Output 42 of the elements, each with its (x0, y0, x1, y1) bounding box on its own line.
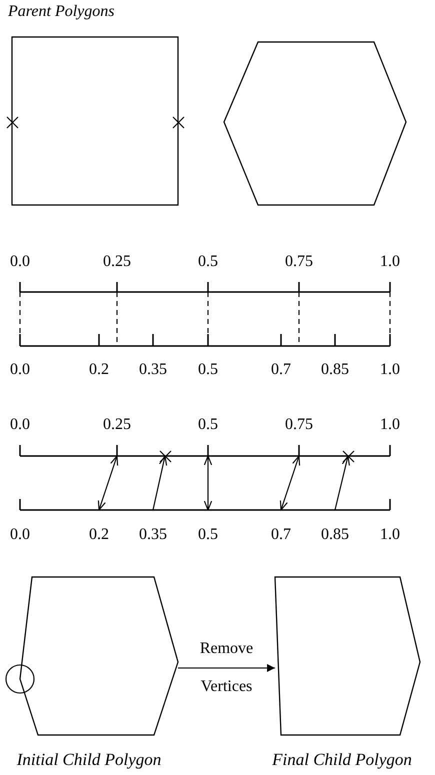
tick-label: 0.0 (10, 526, 30, 544)
arrow (204, 455, 212, 511)
number-line (20, 334, 390, 347)
tick-label: 1.0 (380, 526, 400, 544)
tick-label: 0.7 (271, 361, 291, 379)
arrow (280, 455, 300, 511)
number-line (20, 445, 390, 457)
tick-label: 0.5 (198, 416, 218, 434)
number-line (20, 499, 390, 511)
tick-label: 1.0 (380, 361, 400, 379)
tick-label: 0.85 (321, 526, 349, 544)
tick-label: 0.85 (321, 361, 349, 379)
square-polygon (12, 37, 178, 205)
tick-label: 0.0 (10, 361, 30, 379)
tick-label: 0.35 (139, 361, 167, 379)
tick-label: 0.2 (89, 526, 109, 544)
polygon-caption: Final Child Polygon (272, 750, 412, 770)
pentagon-polygon (275, 577, 420, 735)
tick-label: 1.0 (380, 416, 400, 434)
tick-label: 0.25 (103, 416, 131, 434)
tick-label: 0.5 (198, 361, 218, 379)
tick-label: 0.75 (285, 253, 313, 271)
hexagon-polygon (20, 577, 178, 735)
tick-label: 0.5 (198, 253, 218, 271)
polygon-caption: Initial Child Polygon (16, 750, 162, 770)
tick-label: 1.0 (380, 253, 400, 271)
tick-label: 0.5 (198, 526, 218, 544)
title: Parent Polygons (8, 2, 114, 22)
arrow (334, 455, 350, 510)
hexagon-polygon (224, 42, 406, 205)
tick-label: 0.25 (103, 253, 131, 271)
tick-label: 0.75 (285, 416, 313, 434)
tick-label: 0.0 (10, 416, 30, 434)
tick-label: 0.7 (271, 526, 291, 544)
tick-label: 0.2 (89, 361, 109, 379)
arrow (178, 664, 275, 672)
arrow (98, 455, 118, 511)
arrow (152, 455, 168, 510)
tick-label: 0.35 (139, 526, 167, 544)
tick-label: 0.0 (10, 253, 30, 271)
number-line (20, 282, 390, 293)
edge-label: Remove Vertices (198, 639, 254, 697)
